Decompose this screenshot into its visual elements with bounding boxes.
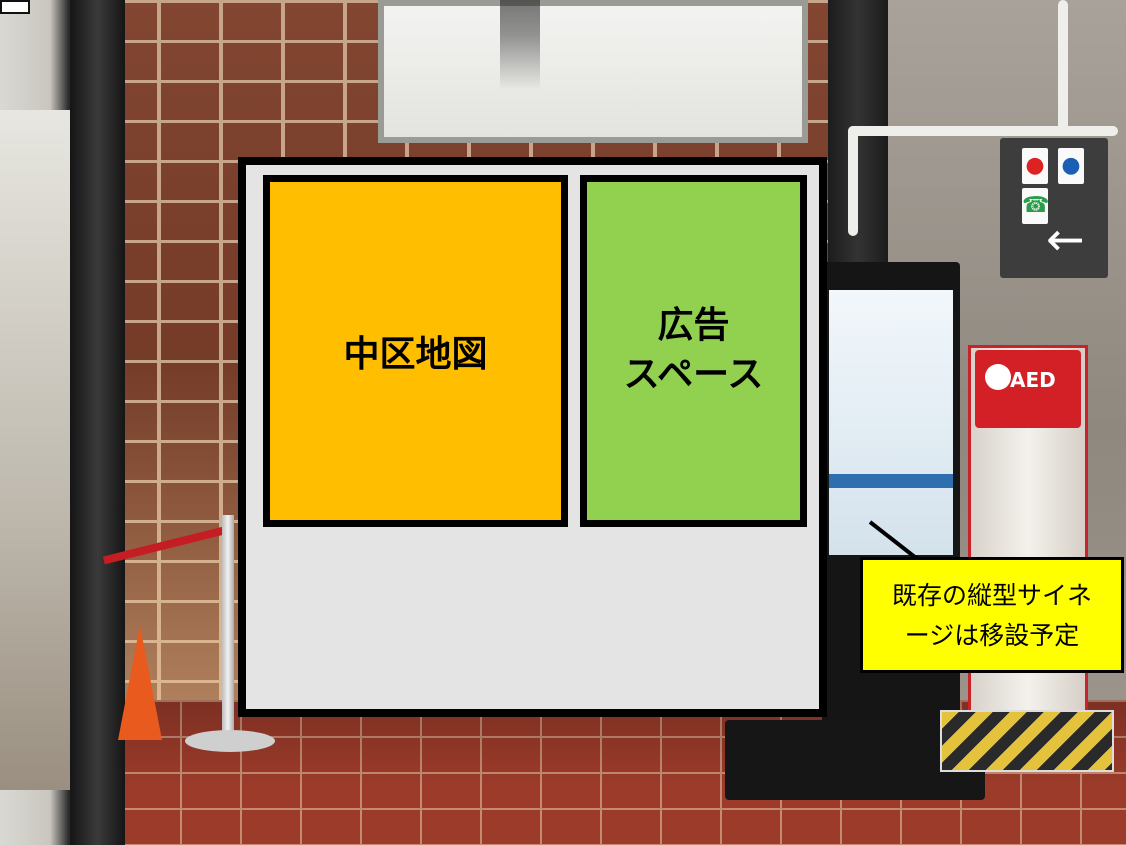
restroom-sign: ● ● ☎ ←: [1000, 138, 1108, 278]
wall-pipe-vertical: [848, 126, 858, 236]
telephone-icon: ☎: [1022, 188, 1049, 224]
aed-heart-icon: [985, 364, 1011, 390]
wall-pipe: [1058, 0, 1068, 130]
barrier-post: [222, 515, 234, 750]
relocation-callout: 既存の縦型サイネ ージは移設予定: [860, 557, 1124, 673]
barrier-post-base: [185, 730, 275, 752]
ad-space-panel: 広告 スペース: [580, 175, 807, 527]
signage-banner: [829, 474, 953, 488]
traffic-cone: [118, 625, 162, 740]
aed-floor-mat: [940, 710, 1114, 772]
ad-panel-label: 広告 スペース: [623, 305, 764, 395]
restroom-female-icon: ●: [1022, 148, 1048, 184]
black-pillar: [70, 0, 125, 845]
signage-screen: [829, 290, 953, 555]
arrow-left-icon: ←: [1046, 212, 1085, 266]
poster-artwork: [500, 0, 540, 90]
restroom-male-icon: ●: [1058, 148, 1084, 184]
wall-pipe-horizontal: [848, 126, 1118, 136]
framed-poster: [378, 0, 808, 143]
corner-marker: [0, 0, 30, 14]
map-panel-label: 中区地図: [343, 334, 488, 375]
map-panel: 中区地図: [263, 175, 568, 527]
aed-label: AED: [1010, 368, 1056, 392]
